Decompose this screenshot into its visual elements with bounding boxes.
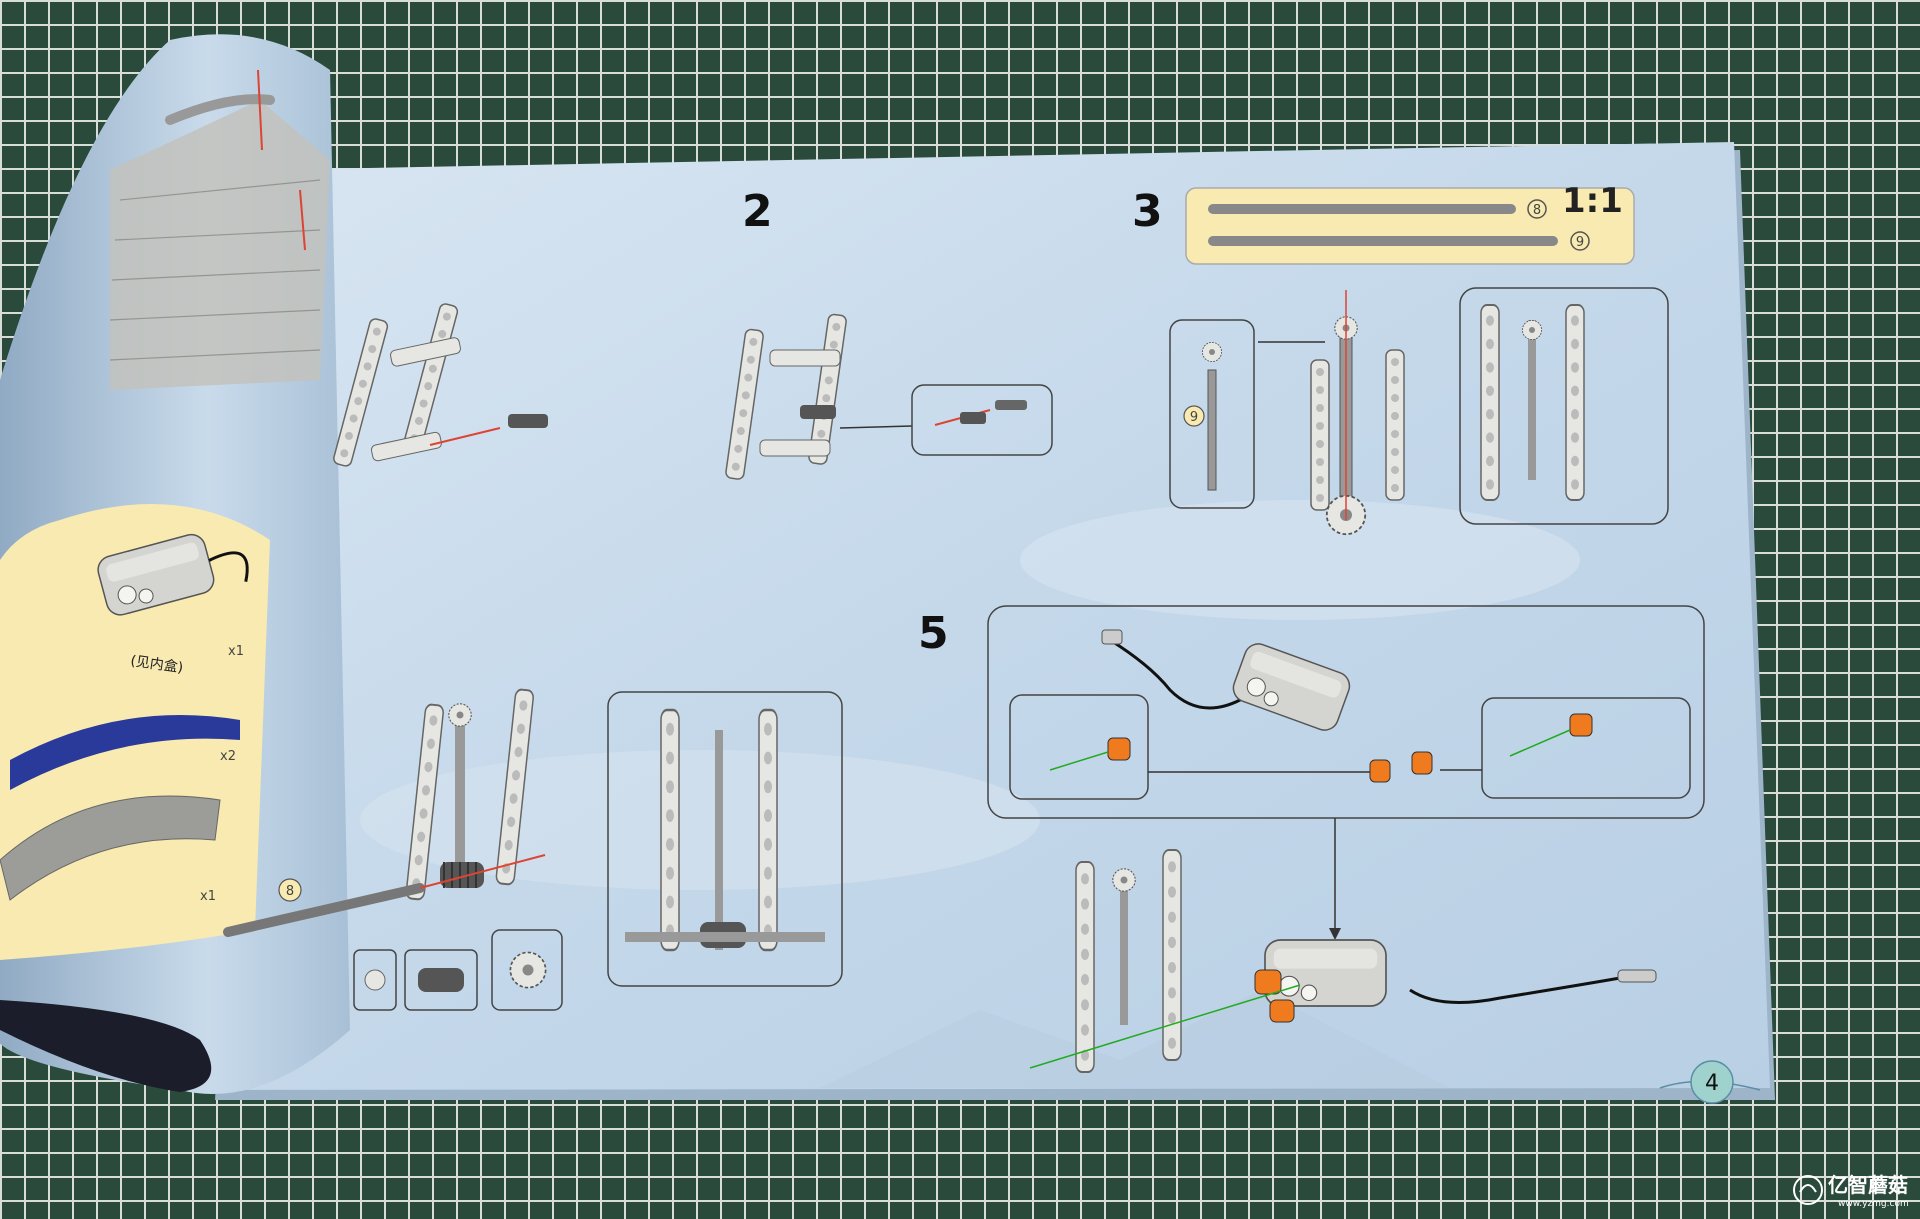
step-5-assembly-box xyxy=(987,605,1705,819)
left-page-curl: (见内盒) x1 x2 x1 xyxy=(0,34,350,1094)
step-number-5: 5 xyxy=(918,608,949,659)
callout-axle-9: 9 xyxy=(1190,410,1198,425)
scale-label-8: 8 xyxy=(1533,203,1541,218)
page-number-badge: 4 xyxy=(1659,1060,1761,1104)
watermark: 亿智蘑菇 www.yzmg.com xyxy=(1793,1173,1909,1209)
qty-motor: x1 xyxy=(228,644,244,659)
scale-label-9: 9 xyxy=(1576,235,1584,250)
step-3-diagram: 9 xyxy=(1169,287,1669,536)
step-5-diagram xyxy=(987,605,1705,1074)
watermark-url: www.yzmg.com xyxy=(1838,1199,1909,1209)
axle-9-ruler xyxy=(1208,236,1558,246)
part-box-bushing xyxy=(353,949,397,1011)
axle-8-ruler xyxy=(1208,204,1516,214)
watermark-brand: 亿智蘑菇 xyxy=(1828,1173,1908,1197)
step-1-frame-diagram xyxy=(331,301,548,468)
qty-band: x2 xyxy=(220,749,236,764)
instruction-page xyxy=(200,142,1775,1100)
part-box-worm xyxy=(404,949,478,1011)
scale-ratio: 1:1 xyxy=(1562,181,1623,221)
curved-beam xyxy=(0,795,221,901)
motor-part-icon xyxy=(94,530,249,619)
worm-gear xyxy=(440,862,484,888)
step-3-result-box xyxy=(1459,287,1669,525)
step-2-detail-box xyxy=(911,384,1053,456)
step-3-axle-box xyxy=(1169,319,1255,509)
step-number-3: 3 xyxy=(1132,186,1163,237)
step-4-diagram: 8 xyxy=(223,688,843,1011)
step-number-2: 2 xyxy=(742,186,773,237)
rubber-band xyxy=(10,715,240,790)
step-2-frame-diagram xyxy=(724,312,1053,481)
step-5-left-detail xyxy=(1009,694,1149,800)
page-number: 4 xyxy=(1705,1071,1719,1096)
callout-axle-8: 8 xyxy=(286,884,294,899)
step-4-result-box xyxy=(607,691,843,987)
step-5-right-detail xyxy=(1481,697,1691,799)
scale-reference-box: 8 9 1:1 xyxy=(1185,181,1635,265)
part-box-gear xyxy=(491,929,563,1011)
qty-beam: x1 xyxy=(200,889,216,904)
